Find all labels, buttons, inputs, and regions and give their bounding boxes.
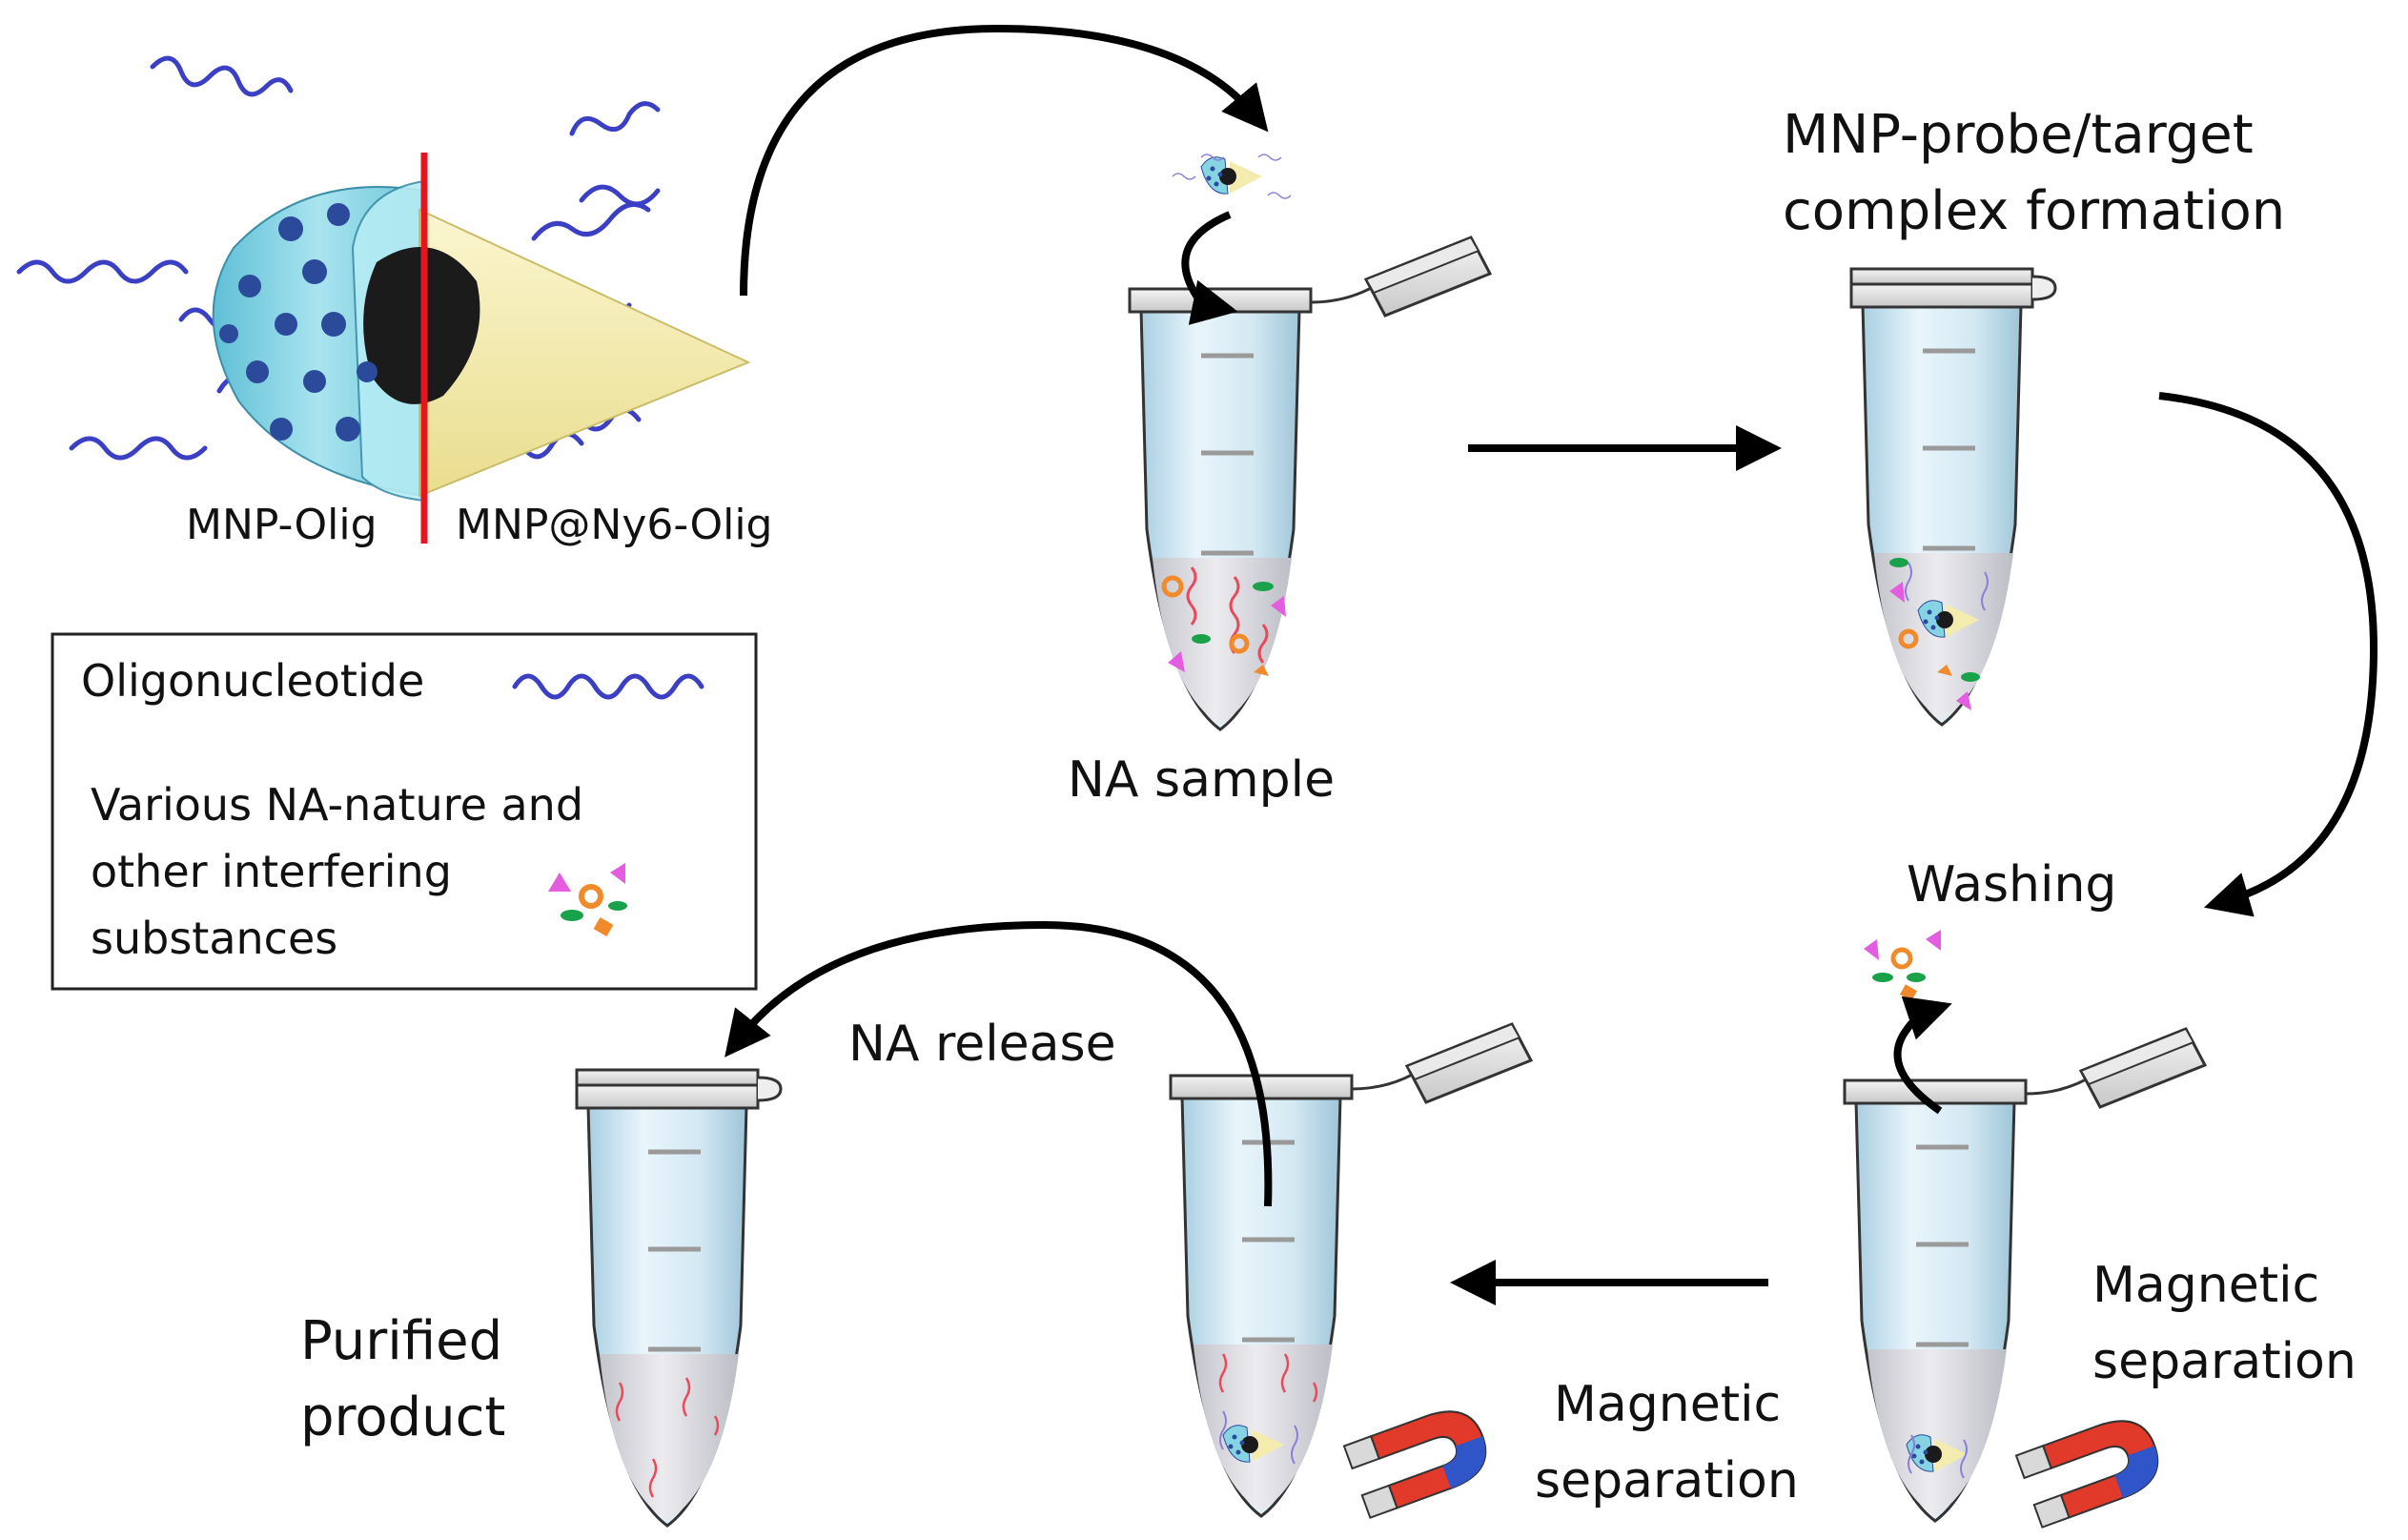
mini-particle-icon [1172, 154, 1292, 199]
oligonucleotide-legend-swatch [512, 673, 704, 700]
magnet-icon-right [2014, 1408, 2169, 1529]
arrow-wash-out [1893, 996, 1952, 1115]
legend-interfering-line3: substances [91, 913, 337, 964]
tube-complex-formation [1851, 267, 2057, 725]
complex-formation-label-line2: complex formation [1783, 180, 2285, 242]
purified-product-label-line1: Purified [300, 1310, 502, 1372]
workflow-arrows [724, 24, 2378, 1305]
mnp-ny6-olig-label: MNP@Ny6-Olig [456, 501, 772, 549]
arrow-into-tube [1181, 211, 1238, 325]
nanoparticle-dots [219, 203, 378, 441]
tube-na-release [1171, 1022, 1533, 1516]
magnetic-separation-right-line2: separation [2092, 1333, 2357, 1390]
legend-interfering-line2: other interfering [91, 846, 452, 897]
mnp-olig-label: MNP-Olig [186, 501, 378, 549]
magnetic-separation-mid-line2: separation [1535, 1452, 1799, 1509]
na-release-label: NA release [848, 1016, 1116, 1073]
legend-box: Oligonucleotide Various NA-nature and ot… [51, 632, 758, 991]
legend-interfering-line1: Various NA-nature and [91, 779, 583, 831]
magnet-icon-middle [1342, 1399, 1497, 1519]
arrow-to-washing [2158, 392, 2378, 917]
interferent-legend-swatch [548, 863, 627, 937]
purified-product-label-line2: product [300, 1386, 505, 1448]
tube-na-sample [1130, 236, 1492, 729]
complex-formation-label-line1: MNP-probe/target [1783, 104, 2254, 166]
washing-label: Washing [1907, 856, 2116, 914]
tube-purified-product [577, 1068, 783, 1526]
mnp-particle-illustration [16, 55, 751, 544]
na-sample-label: NA sample [1068, 751, 1335, 809]
magnetic-separation-mid-line1: Magnetic [1554, 1376, 1781, 1433]
arrow-to-sample [740, 24, 1269, 297]
legend-oligonucleotide-label: Oligonucleotide [81, 655, 424, 707]
tube-washing [1845, 1027, 2207, 1521]
washed-interferents [1864, 930, 1941, 1001]
arrow-to-purified [724, 920, 1273, 1207]
magnetic-separation-right-line1: Magnetic [2092, 1257, 2319, 1314]
sample-contents [1161, 566, 1286, 676]
